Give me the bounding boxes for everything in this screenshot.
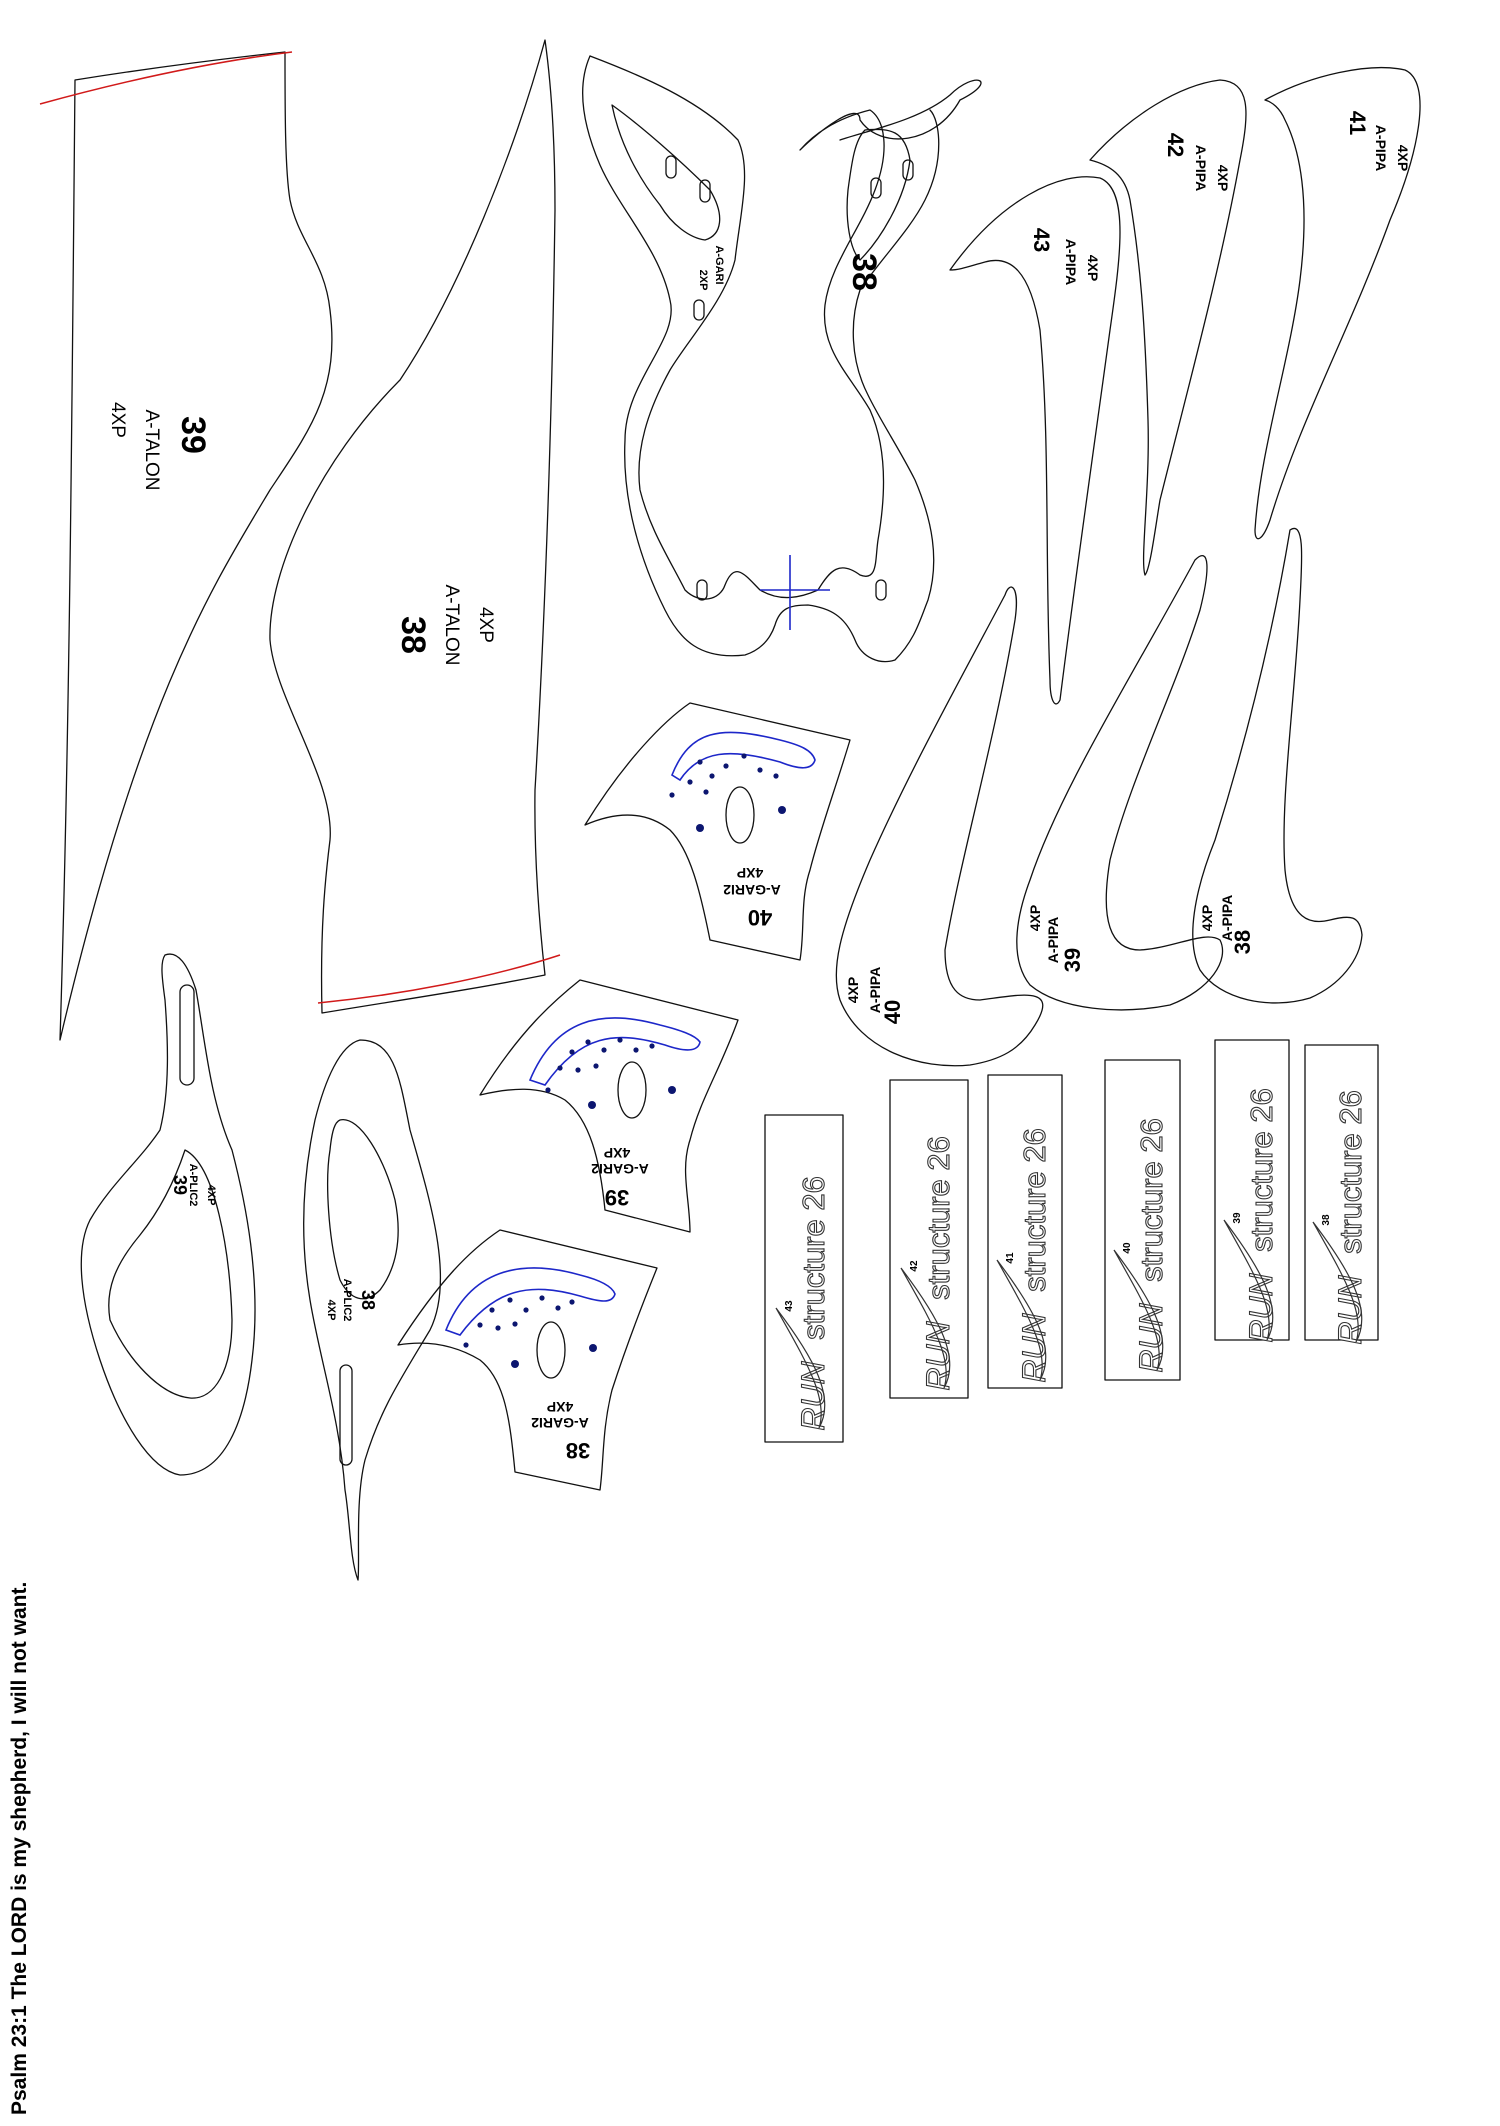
gari2-39-label: A-GARI2 [591, 1161, 649, 1177]
plic2-38-qty: 4XP [325, 1300, 337, 1321]
pipa-42-qty: 4XP [1215, 165, 1231, 191]
gari2-39-qty: 4XP [604, 1145, 630, 1161]
gari-38-qty: 2XP [697, 270, 709, 291]
logo-40-size: 40 [1122, 1242, 1133, 1254]
logo-39-run: RUN [1243, 1272, 1279, 1342]
pipa-39-label: A-PIPA [1045, 917, 1061, 963]
logo-38-model: structure 26 [1333, 1090, 1368, 1254]
gari2-38-size: 38 [566, 1438, 590, 1463]
pipa-40-size: 40 [880, 1000, 905, 1024]
gari2-38-qty: 4XP [547, 1399, 573, 1415]
logo-43-run: RUN [795, 1360, 831, 1430]
gari-38-label: A-GARI [713, 245, 725, 284]
pipa-39-qty: 4XP [1027, 905, 1043, 931]
piece-talon-38: 38 A-TALON 4XP [269, 39, 561, 1014]
logo-patch-43: 43 structure 26 RUN [764, 1114, 844, 1443]
pipa-40-qty: 4XP [845, 977, 861, 1003]
logo-patch-39: 39 structure 26 RUN [1214, 1039, 1290, 1343]
piece-gari2-39: 39 A-GARI2 4XP [479, 979, 739, 1233]
plic2-39-size: 39 [170, 1175, 190, 1195]
pipa-42-label: A-PIPA [1193, 145, 1209, 191]
logo-38-run: RUN [1332, 1274, 1368, 1344]
piece-plic2-39: 39 A-PLIC2 4XP [80, 953, 256, 1476]
gari2-40-size: 40 [748, 905, 772, 930]
footer-verse: Psalm 23:1 The LORD is my shepherd, I wi… [8, 1582, 31, 2115]
logo-42-model: structure 26 [921, 1136, 956, 1300]
logo-41-run: RUN [1016, 1312, 1052, 1382]
piece-pipa-43: 43 A-PIPA 4XP [949, 176, 1121, 705]
talon-38-qty: 4XP [475, 607, 496, 643]
pipa-41-label: A-PIPA [1373, 125, 1389, 171]
plic2-38-label: A-PLIC2 [341, 1279, 353, 1322]
plic2-38-size: 38 [358, 1290, 378, 1310]
gari2-40-label: A-GARI2 [723, 882, 781, 898]
talon-39-label: A-TALON [141, 410, 162, 491]
logo-42-size: 42 [909, 1260, 920, 1272]
logo-patch-38: 38 structure 26 RUN [1304, 1044, 1379, 1345]
gari2-40-qty: 4XP [737, 865, 763, 881]
piece-pipa-40: 40 A-PIPA 4XP [835, 586, 1044, 1067]
gari2-39-size: 39 [605, 1185, 629, 1210]
gari2-38-label: A-GARI2 [531, 1415, 589, 1431]
gari2-38-dots [463, 1295, 597, 1368]
gari-38-size: 38 [845, 253, 883, 291]
pipa-39-size: 39 [1060, 948, 1085, 972]
piece-gari-38: A-GARI 2XP 38 [581, 55, 982, 663]
pipa-43-label: A-PIPA [1063, 239, 1079, 285]
logo-38-size: 38 [1321, 1214, 1332, 1226]
pipa-38-label: A-PIPA [1219, 895, 1235, 941]
talon-39-size: 39 [174, 416, 212, 454]
logo-40-run: RUN [1133, 1302, 1169, 1372]
logo-39-model: structure 26 [1244, 1088, 1279, 1252]
pipa-40-label: A-PIPA [867, 967, 883, 1013]
piece-talon-39: 39 A-TALON 4XP [39, 51, 333, 1041]
piece-plic2-38: 38 A-PLIC2 4XP [303, 1039, 442, 1581]
logo-40-model: structure 26 [1134, 1118, 1169, 1282]
pipa-42-size: 42 [1163, 133, 1188, 157]
logo-patch-41: 41 structure 26 RUN [987, 1074, 1063, 1389]
logo-patch-40: 40 structure 26 RUN [1104, 1059, 1181, 1381]
logo-41-size: 41 [1005, 1252, 1016, 1264]
plic2-39-label: A-PLIC2 [187, 1164, 199, 1207]
logo-42-run: RUN [920, 1320, 956, 1390]
logo-43-size: 43 [784, 1300, 795, 1312]
piece-gari2-38: 38 A-GARI2 4XP [397, 1229, 658, 1491]
plic2-39-qty: 4XP [205, 1185, 217, 1206]
piece-pipa-41: 41 A-PIPA 4XP [1254, 67, 1421, 540]
logo-41-model: structure 26 [1017, 1128, 1052, 1292]
pipa-43-qty: 4XP [1085, 255, 1101, 281]
pipa-41-size: 41 [1345, 111, 1370, 135]
gari2-40-dots [669, 753, 786, 832]
pipa-41-qty: 4XP [1395, 145, 1411, 171]
logo-39-size: 39 [1232, 1212, 1243, 1224]
talon-38-label: A-TALON [441, 585, 462, 666]
piece-pipa-39: 39 A-PIPA 4XP [1016, 554, 1224, 1011]
piece-gari2-40: 40 A-GARI2 4XP [584, 702, 851, 961]
logo-43-model: structure 26 [796, 1176, 831, 1340]
gari2-39-dots [545, 1037, 676, 1109]
talon-38-size: 38 [394, 616, 432, 654]
piece-pipa-38: 38 A-PIPA 4XP [1192, 527, 1363, 1004]
piece-pipa-42: 42 A-PIPA 4XP [1089, 79, 1247, 576]
pipa-38-size: 38 [1230, 930, 1255, 954]
pipa-38-qty: 4XP [1199, 905, 1215, 931]
talon-39-qty: 4XP [107, 402, 128, 438]
logo-patch-42: 42 structure 26 RUN [889, 1079, 969, 1399]
pipa-43-size: 43 [1029, 228, 1054, 252]
